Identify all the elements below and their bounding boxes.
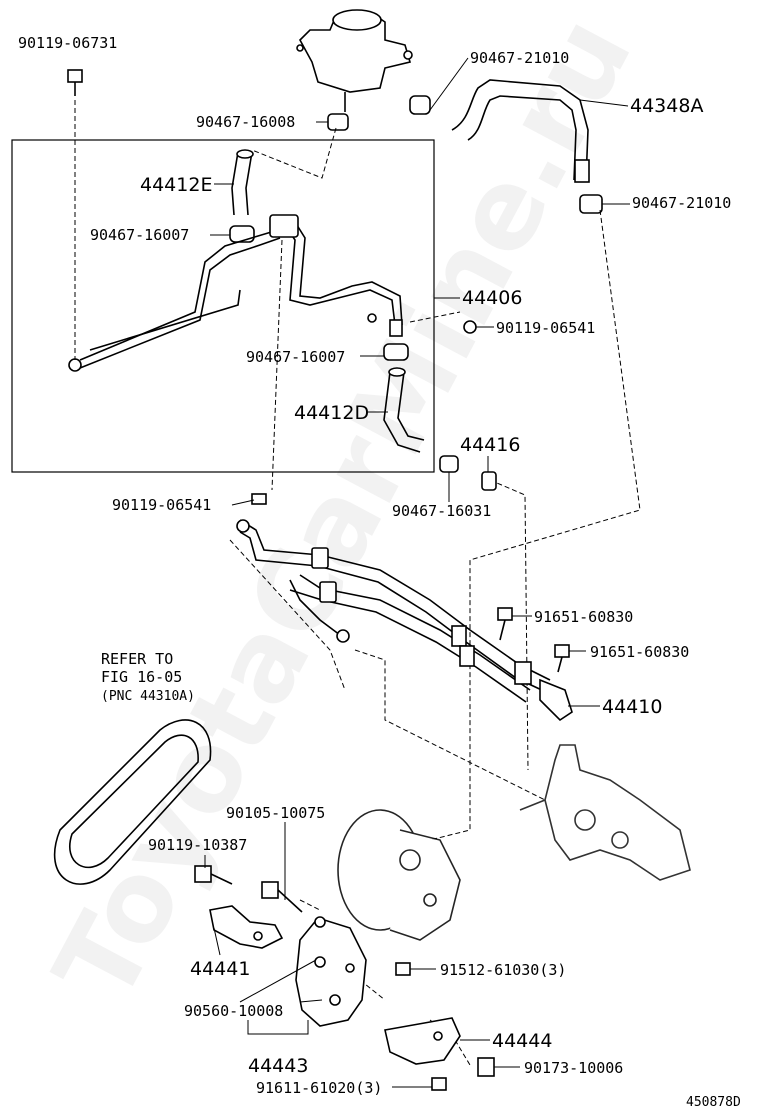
leader-lines	[204, 57, 630, 1088]
label-44412d: 44412D	[294, 402, 369, 424]
refer-to-line-1: REFER TO	[101, 650, 173, 668]
return-hose-44348a	[451, 79, 590, 183]
label-90467-21010-upper: 90467-21010	[470, 49, 569, 67]
refer-to-line-2: FIG 16-05	[101, 668, 182, 686]
bolt-90119-06731	[67, 69, 83, 96]
bolt-90119-06541-upper	[463, 320, 477, 334]
bolt-90119-06541-lower	[251, 493, 267, 505]
label-44441: 44441	[190, 958, 250, 980]
label-44410: 44410	[602, 696, 662, 718]
bracket-44443	[295, 916, 367, 1027]
hose-clamp-90467-21010-upper	[409, 95, 431, 115]
bolt-90119-10387	[194, 865, 233, 885]
label-91512-61030: 91512-61030(3)	[440, 961, 566, 979]
label-44444: 44444	[492, 1030, 552, 1052]
label-44348a: 44348A	[630, 95, 703, 117]
bolt-91611-61020	[431, 1077, 447, 1091]
pressure-hose-44410	[236, 519, 573, 722]
steering-gear-illustration	[519, 744, 691, 881]
label-90467-16031: 90467-16031	[392, 502, 491, 520]
label-90119-06731: 90119-06731	[18, 34, 117, 52]
bracket-44441	[209, 905, 284, 949]
label-44416: 44416	[460, 434, 520, 456]
label-44406: 44406	[462, 287, 522, 309]
label-90467-16007-lower: 90467-16007	[246, 348, 345, 366]
drive-belt-illustration	[53, 719, 212, 885]
hose-clamp-90467-16008	[327, 113, 349, 131]
reservoir-tank-illustration	[296, 9, 413, 112]
hose-44412e	[231, 149, 254, 216]
label-90105-10075: 90105-10075	[226, 804, 325, 822]
bracket-44444	[384, 1017, 461, 1065]
hose-44412d	[383, 367, 425, 453]
label-91611-61020: 91611-61020(3)	[256, 1079, 382, 1097]
nut-90173-10006	[477, 1057, 495, 1077]
label-91651-60830-b: 91651-60830	[590, 643, 689, 661]
label-90119-06541-upper: 90119-06541	[496, 319, 595, 337]
label-90467-16007-upper: 90467-16007	[90, 226, 189, 244]
power-steering-pump-illustration	[337, 809, 461, 941]
bolt-91651-60830-a	[497, 607, 513, 641]
bolt-91651-60830-b	[554, 644, 570, 673]
label-44443: 44443	[248, 1055, 308, 1077]
label-90173-10006: 90173-10006	[524, 1059, 623, 1077]
label-90467-16008: 90467-16008	[196, 113, 295, 131]
union-44416	[481, 471, 497, 491]
clamp-90467-16007-lower	[383, 343, 409, 361]
label-90467-21010-lower: 90467-21010	[632, 194, 731, 212]
clamp-90467-16031	[439, 455, 459, 473]
hose-clamp-90467-21010-lower	[579, 194, 603, 214]
label-90119-06541-lower: 90119-06541	[112, 496, 211, 514]
bolt-90105-10075	[261, 881, 303, 913]
assembly-box-44406	[11, 139, 435, 473]
label-91651-60830-a: 91651-60830	[534, 608, 633, 626]
figure-id: 450878D	[686, 1095, 741, 1110]
label-44412e: 44412E	[140, 174, 212, 196]
clamp-90467-16007-upper	[229, 225, 255, 243]
bolt-91512-61030	[395, 962, 411, 976]
label-90119-10387: 90119-10387	[148, 836, 247, 854]
refer-to-line-3: (PNC 44310A)	[101, 689, 195, 704]
label-90560-10008: 90560-10008	[184, 1002, 283, 1020]
